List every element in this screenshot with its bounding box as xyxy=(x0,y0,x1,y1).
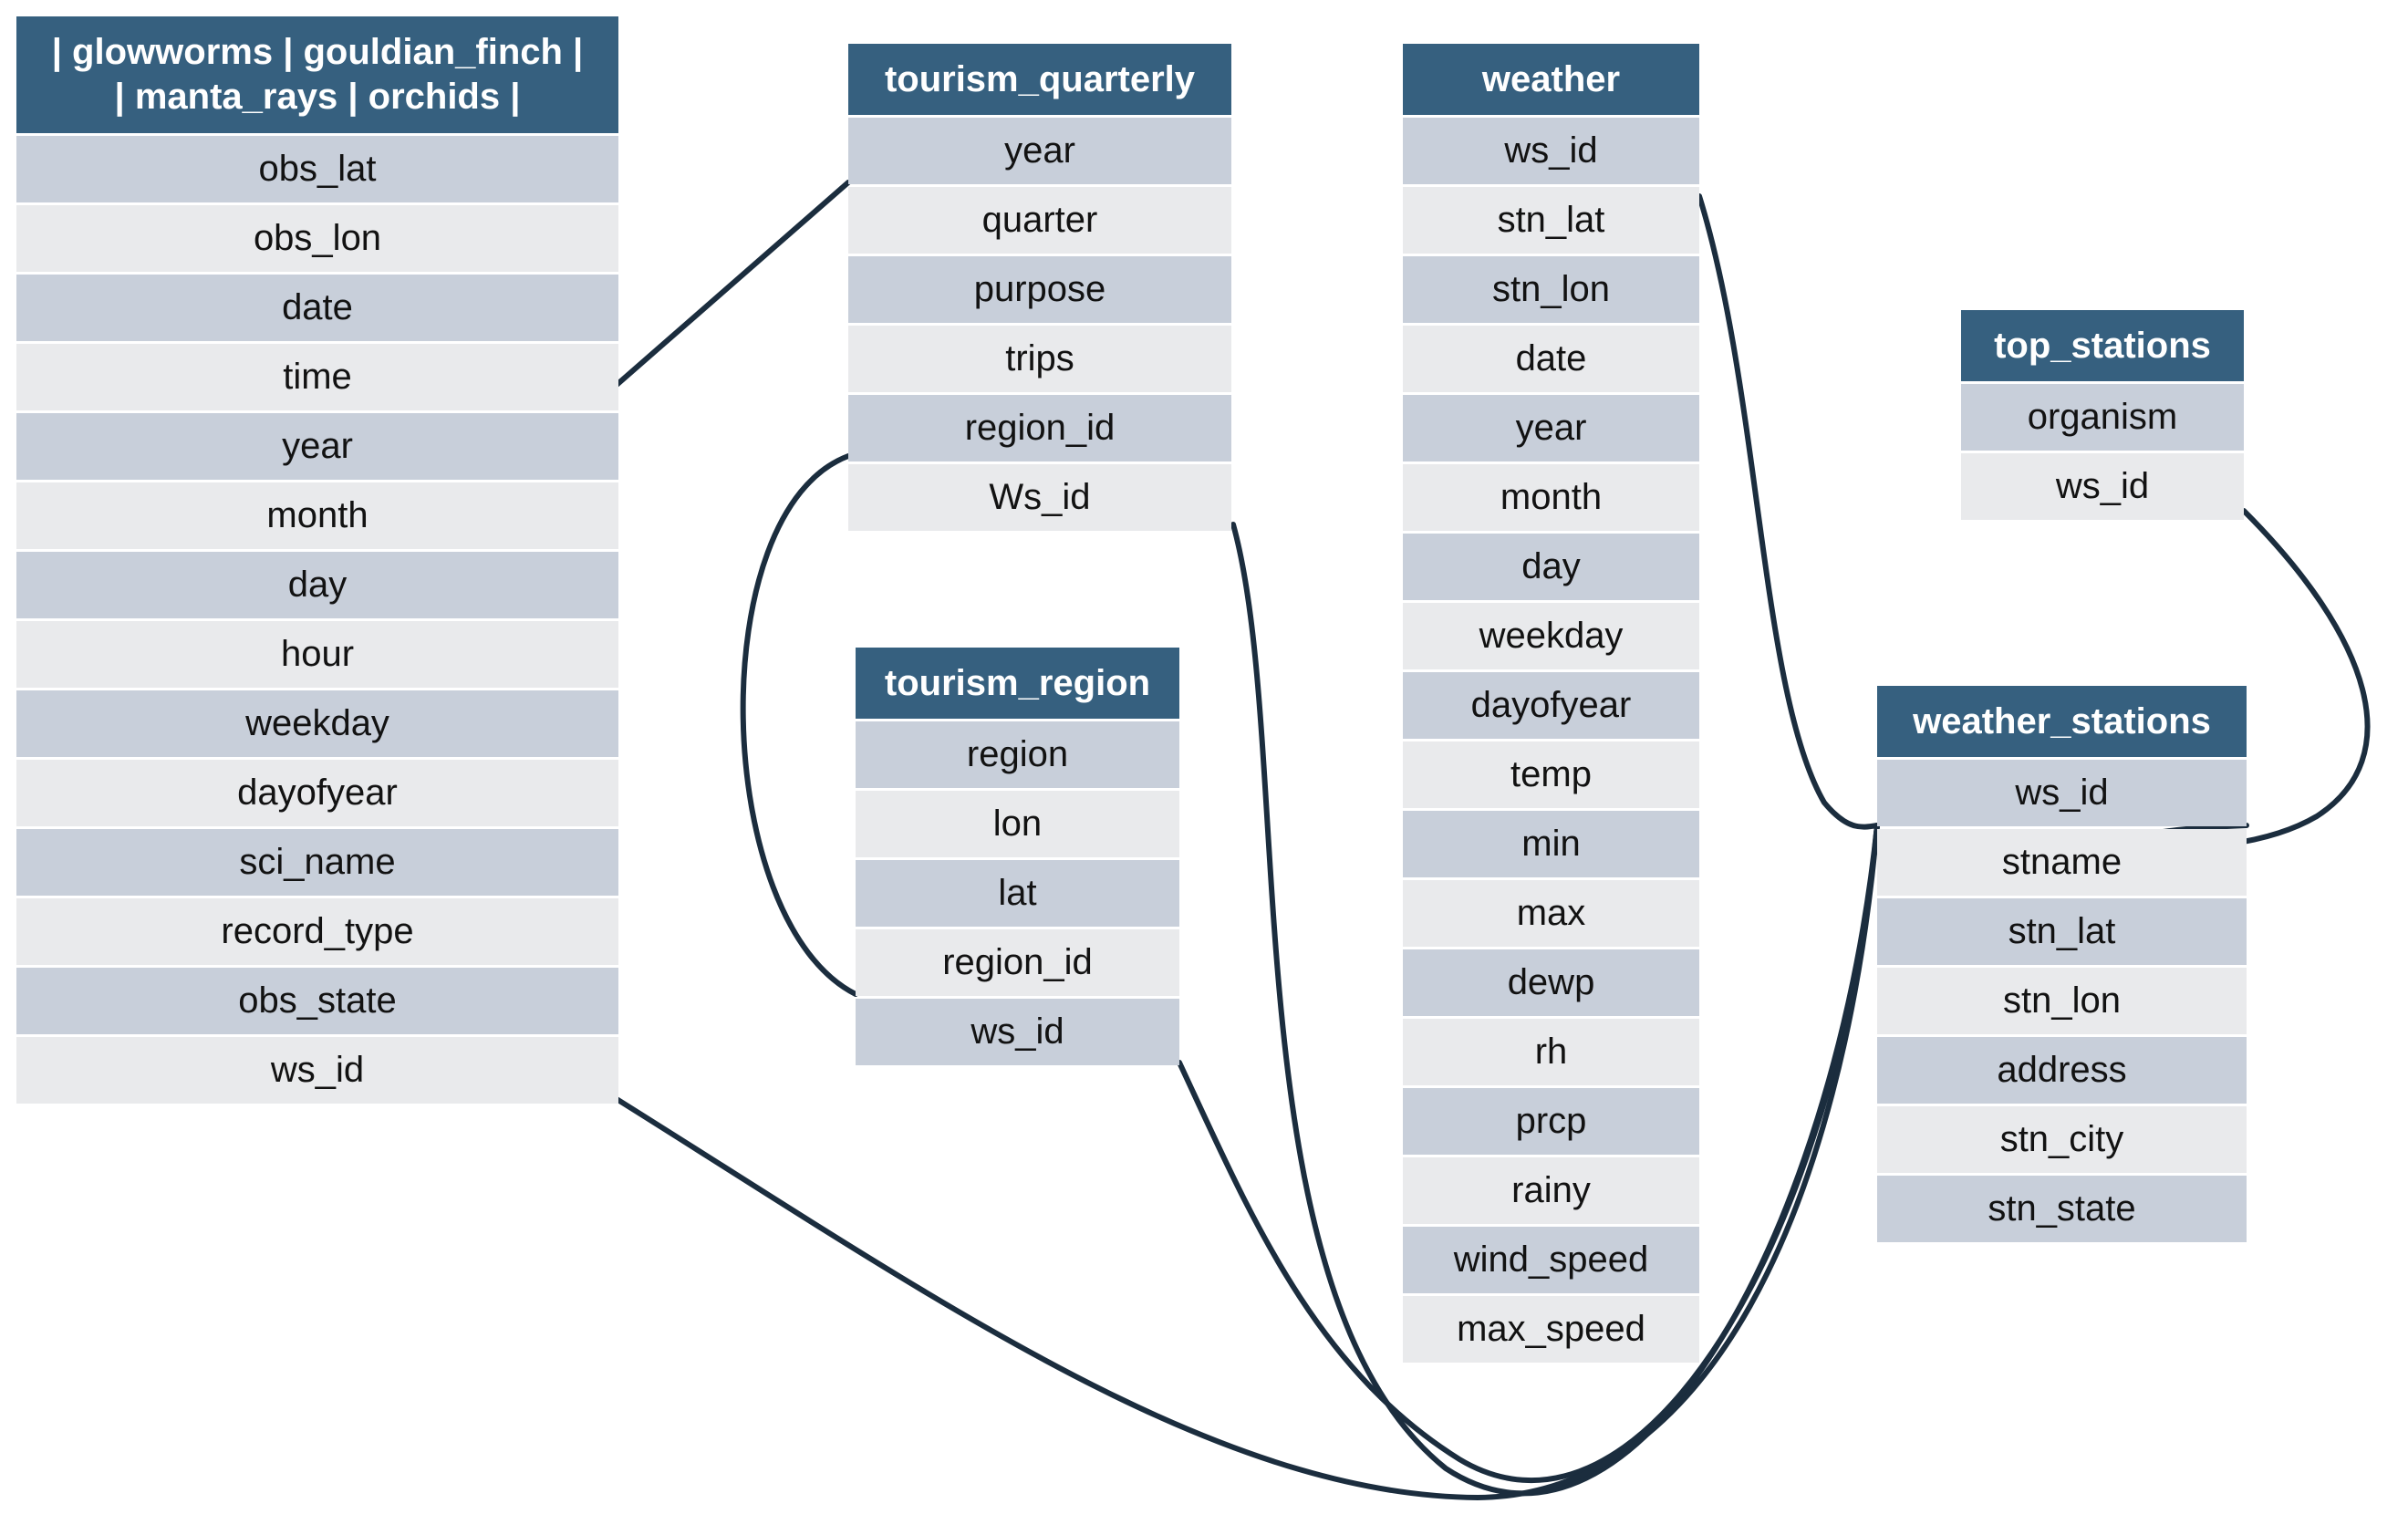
table-title-text: | glowworms | gouldian_finch || manta_ra… xyxy=(51,32,584,117)
table-title-tourism_quarterly: tourism_quarterly xyxy=(848,44,1231,115)
field-top_stations-ws_id[interactable]: ws_id xyxy=(1961,453,2244,520)
field-organisms-obs_state[interactable]: obs_state xyxy=(16,968,618,1034)
table-title-weather_stations: weather_stations xyxy=(1877,686,2247,757)
relationship-edge xyxy=(1697,193,1880,830)
table-organisms[interactable]: | glowworms | gouldian_finch || manta_ra… xyxy=(16,16,618,1104)
table-title-top_stations: top_stations xyxy=(1961,310,2244,381)
field-organisms-month[interactable]: month xyxy=(16,482,618,549)
field-tourism_region-lat[interactable]: lat xyxy=(856,860,1179,927)
field-weather-day[interactable]: day xyxy=(1403,534,1699,600)
field-weather-min[interactable]: min xyxy=(1403,811,1699,877)
field-weather_stations-ws_id[interactable]: ws_id xyxy=(1877,760,2247,826)
field-weather-temp[interactable]: temp xyxy=(1403,741,1699,808)
table-title-weather: weather xyxy=(1403,44,1699,115)
field-organisms-time[interactable]: time xyxy=(16,344,618,410)
relationship-edge xyxy=(614,180,851,388)
table-title-organisms: | glowworms | gouldian_finch || manta_ra… xyxy=(16,16,618,133)
field-weather_stations-address[interactable]: address xyxy=(1877,1037,2247,1104)
field-tourism_quarterly-purpose[interactable]: purpose xyxy=(848,256,1231,323)
field-weather-dewp[interactable]: dewp xyxy=(1403,949,1699,1016)
field-weather-prcp[interactable]: prcp xyxy=(1403,1088,1699,1155)
field-weather-stn_lon[interactable]: stn_lon xyxy=(1403,256,1699,323)
field-weather-wind_speed[interactable]: wind_speed xyxy=(1403,1227,1699,1293)
relationship-edge xyxy=(740,453,858,997)
field-weather-ws_id[interactable]: ws_id xyxy=(1403,118,1699,184)
field-organisms-weekday[interactable]: weekday xyxy=(16,690,618,757)
field-tourism_quarterly-ws_id[interactable]: Ws_id xyxy=(848,464,1231,531)
field-weather-rainy[interactable]: rainy xyxy=(1403,1157,1699,1224)
field-weather_stations-stn_state[interactable]: stn_state xyxy=(1877,1176,2247,1242)
field-organisms-date[interactable]: date xyxy=(16,275,618,341)
field-tourism_quarterly-region_id[interactable]: region_id xyxy=(848,395,1231,461)
field-weather_stations-stn_lat[interactable]: stn_lat xyxy=(1877,898,2247,965)
field-tourism_region-ws_id[interactable]: ws_id xyxy=(856,999,1179,1065)
field-organisms-year[interactable]: year xyxy=(16,413,618,480)
field-weather-dayofyear[interactable]: dayofyear xyxy=(1403,672,1699,739)
table-title-tourism_region: tourism_region xyxy=(856,648,1179,719)
field-weather_stations-stn_lon[interactable]: stn_lon xyxy=(1877,968,2247,1034)
field-weather_stations-stn_city[interactable]: stn_city xyxy=(1877,1106,2247,1173)
field-organisms-record_type[interactable]: record_type xyxy=(16,898,618,965)
field-organisms-obs_lon[interactable]: obs_lon xyxy=(16,205,618,272)
field-organisms-sci_name[interactable]: sci_name xyxy=(16,829,618,896)
field-weather-month[interactable]: month xyxy=(1403,464,1699,531)
field-top_stations-organism[interactable]: organism xyxy=(1961,384,2244,451)
field-tourism_quarterly-trips[interactable]: trips xyxy=(848,326,1231,392)
field-weather-max_speed[interactable]: max_speed xyxy=(1403,1296,1699,1363)
field-organisms-day[interactable]: day xyxy=(16,552,618,618)
field-weather-rh[interactable]: rh xyxy=(1403,1019,1699,1085)
field-weather-max[interactable]: max xyxy=(1403,880,1699,947)
field-tourism_quarterly-quarter[interactable]: quarter xyxy=(848,187,1231,254)
field-organisms-dayofyear[interactable]: dayofyear xyxy=(16,760,618,826)
field-tourism_region-region_id[interactable]: region_id xyxy=(856,929,1179,996)
field-weather_stations-stname[interactable]: stname xyxy=(1877,829,2247,896)
field-organisms-ws_id[interactable]: ws_id xyxy=(16,1037,618,1104)
field-organisms-obs_lat[interactable]: obs_lat xyxy=(16,136,618,202)
field-tourism_region-region[interactable]: region xyxy=(856,721,1179,788)
field-tourism_region-lon[interactable]: lon xyxy=(856,791,1179,857)
field-weather-weekday[interactable]: weekday xyxy=(1403,603,1699,669)
field-organisms-hour[interactable]: hour xyxy=(16,621,618,688)
field-weather-stn_lat[interactable]: stn_lat xyxy=(1403,187,1699,254)
field-tourism_quarterly-year[interactable]: year xyxy=(848,118,1231,184)
field-weather-year[interactable]: year xyxy=(1403,395,1699,461)
field-weather-date[interactable]: date xyxy=(1403,326,1699,392)
